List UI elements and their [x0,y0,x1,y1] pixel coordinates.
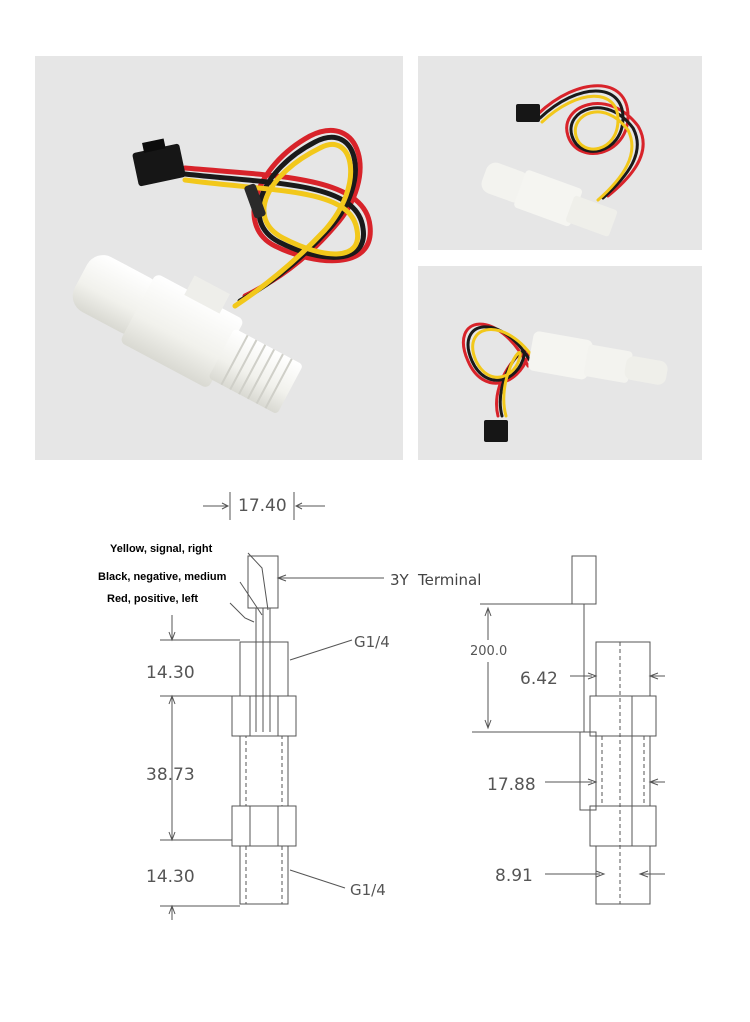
wire-label-black: Black, negative, medium [98,571,227,583]
dim-d3: 8.91 [495,866,533,886]
wire-label-yellow: Yellow, signal, right [110,543,213,555]
sensor-photo-bottom-right [418,266,702,460]
dim-width-top: 17.40 [238,496,287,516]
thread-label-bottom: G1/4 [350,881,386,899]
dim-top-section: 14.30 [146,663,195,683]
dim-cable-length: 200.0 [470,644,507,659]
dim-d1: 6.42 [520,669,558,689]
sensor-photo-large [35,56,403,460]
technical-drawing: 17.40 Yellow, signal, right Black, negat… [98,492,665,920]
thread-label-top: G1/4 [354,633,390,651]
dim-d2: 17.88 [487,775,536,795]
dim-bottom-section: 14.30 [146,867,195,887]
dim-middle-section: 38.73 [146,765,195,785]
terminal-prefix: 3Y [390,571,410,589]
sensor-photo-top-right [418,56,702,250]
wire-label-red: Red, positive, left [107,593,198,605]
terminal-label: Terminal [417,571,481,589]
